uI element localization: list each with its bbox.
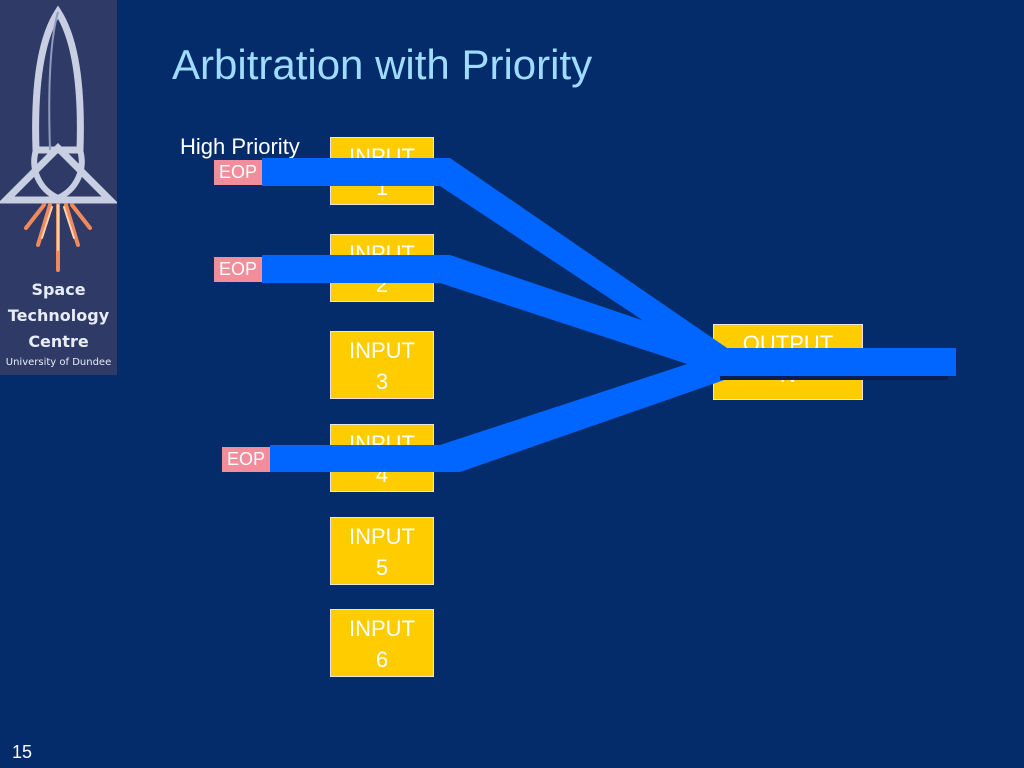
input-box-5: INPUT 5 [330,517,434,585]
eop-marker-input-4: EOP [222,447,270,472]
logo-text-space: Space [31,280,86,299]
input-box-6: INPUT 6 [330,609,434,677]
input-box-number: 5 [375,555,389,580]
wire-input-4 [270,350,730,472]
input-box-number: 6 [375,647,389,672]
logo-text-technology: Technology [7,306,110,325]
slide-number: 15 [12,742,33,762]
logo-text-university: University of Dundee [5,357,112,368]
high-priority-label: High Priority [180,134,300,159]
slide-title: Arbitration with Priority [172,41,593,88]
input-box-label: INPUT [349,524,415,549]
rocket-logo-icon [0,5,117,272]
logo-text-centre: Centre [28,332,89,351]
input-box-label: INPUT [349,616,415,641]
input-box-number: 3 [375,369,389,394]
wire-output-shadow [720,376,948,380]
logo-panel: Space Technology Centre University of Du… [0,0,117,375]
eop-marker-input-2: EOP [214,257,262,282]
input-box-label: INPUT [349,338,415,363]
input-box-3: INPUT 3 [330,331,434,399]
wire-input-1 [262,158,730,378]
wire-input-2 [262,255,730,378]
eop-marker-input-1: EOP [214,160,262,185]
wire-output [720,348,956,376]
